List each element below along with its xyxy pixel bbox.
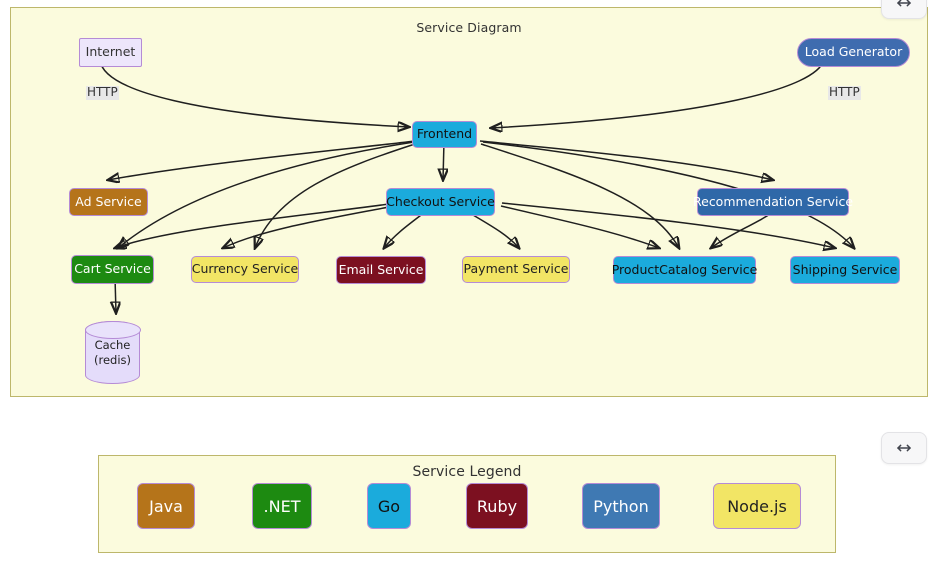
legend-item-label: .NET [263, 496, 301, 516]
cache-label-line1: Cache [94, 338, 131, 353]
node-label: Frontend [416, 126, 473, 142]
diagram-resize-handle[interactable] [881, 0, 927, 19]
edge-label-http-loadgen: HTTP [828, 85, 861, 100]
legend-resize-handle[interactable] [881, 432, 927, 464]
node-label: Cart Service [74, 261, 151, 277]
legend-item-label: Go [377, 496, 401, 516]
node-cache-datastore[interactable]: Cache (redis) [84, 320, 141, 384]
legend-item-nodejs[interactable]: Node.js [713, 483, 801, 529]
legend-item-label: Python [593, 496, 649, 516]
node-label: Email Service [338, 261, 424, 277]
resize-horizontal-icon [897, 0, 911, 7]
node-label: Shipping Service [792, 261, 898, 277]
node-email-service[interactable]: Email Service [336, 256, 426, 284]
legend-item-java[interactable]: Java [137, 483, 195, 529]
resize-horizontal-icon [897, 444, 911, 452]
node-label: Internet [85, 44, 136, 60]
cache-label-line2: (redis) [93, 352, 131, 367]
edge-label-http-internet: HTTP [86, 85, 119, 100]
legend-item-ruby[interactable]: Ruby [466, 483, 528, 529]
node-recommendation-service[interactable]: Recommendation Service [693, 188, 853, 216]
node-label: Checkout Service [386, 193, 495, 209]
legend-item-label: Java [149, 496, 183, 516]
legend-item-python[interactable]: Python [582, 483, 660, 529]
service-legend-panel: Service Legend Java .NET Go Ruby Python … [98, 455, 836, 553]
node-shipping-service[interactable]: Shipping Service [790, 256, 900, 284]
node-frontend[interactable]: Frontend [412, 121, 477, 148]
node-label: Recommendation Service [693, 193, 854, 209]
node-label: ProductCatalog Service [611, 261, 758, 277]
node-payment-service[interactable]: Payment Service [462, 256, 570, 283]
node-label: Currency Service [191, 261, 299, 277]
legend-item-label: Ruby [476, 496, 518, 516]
diagram-title: Service Diagram [416, 20, 522, 35]
node-currency-service[interactable]: Currency Service [191, 256, 299, 283]
node-checkout-service[interactable]: Checkout Service [386, 188, 495, 216]
legend-item-go[interactable]: Go [367, 483, 411, 529]
node-label: Ad Service [75, 193, 142, 209]
legend-item-dotnet[interactable]: .NET [252, 483, 312, 529]
node-internet[interactable]: Internet [79, 38, 142, 67]
legend-item-label: Node.js [727, 496, 787, 516]
node-productcatalog-service[interactable]: ProductCatalog Service [611, 256, 758, 284]
node-label: Payment Service [463, 261, 569, 277]
legend-title: Service Legend [412, 464, 522, 480]
service-diagram-panel: Service Diagram [10, 7, 928, 397]
node-load-generator[interactable]: Load Generator [797, 38, 910, 67]
node-cart-service[interactable]: Cart Service [71, 255, 154, 284]
node-ad-service[interactable]: Ad Service [69, 188, 148, 216]
node-label: Load Generator [804, 44, 903, 60]
